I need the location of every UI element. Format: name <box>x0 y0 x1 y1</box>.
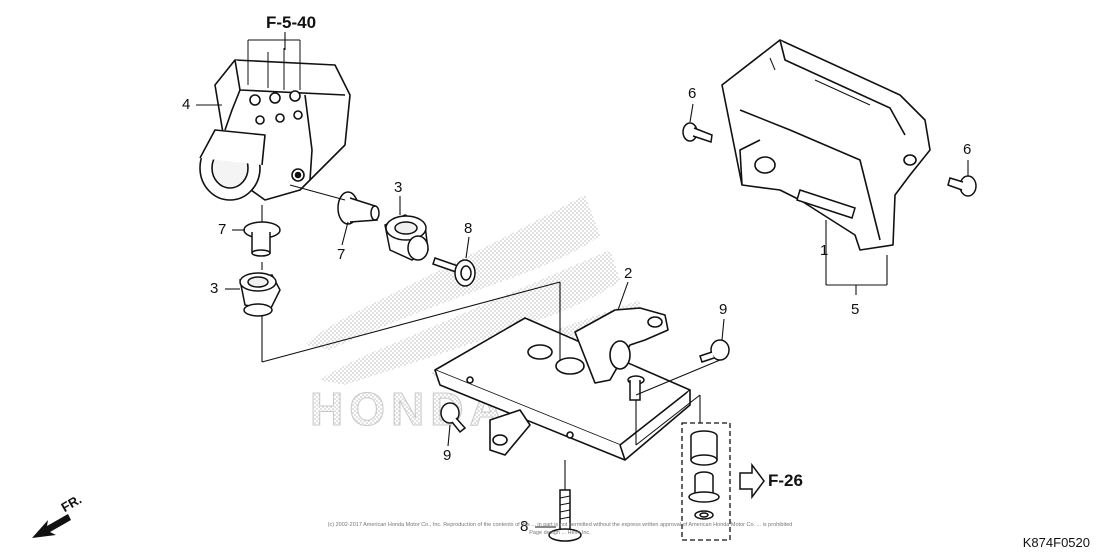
callout-8-upper: 8 <box>464 220 473 237</box>
callout-2: 2 <box>624 265 633 282</box>
abs-cover <box>721 39 931 251</box>
reference-f-26[interactable]: F-26 <box>768 471 803 490</box>
copyright-line-1: (c) 2002-2017 American Honda Motor Co., … <box>327 522 793 528</box>
copyright-line-2: Page design ... Helm Inc. <box>529 530 591 536</box>
callout-3-left: 3 <box>210 280 219 297</box>
callout-9-lower: 9 <box>443 447 452 464</box>
f26-parts-group <box>681 422 731 541</box>
collar-center <box>337 191 380 225</box>
f26-arrow <box>739 462 765 500</box>
grommet-center <box>384 214 429 261</box>
grommet-left <box>239 272 281 317</box>
front-direction-arrow <box>32 514 71 538</box>
bolt-right <box>699 339 730 363</box>
leader-lines <box>196 32 969 528</box>
figure-code: K874F0520 <box>1022 535 1090 550</box>
callout-7-center: 7 <box>337 246 346 263</box>
callout-6-left: 6 <box>688 85 697 102</box>
callout-3-center: 3 <box>394 179 403 196</box>
screw-right <box>947 175 977 197</box>
bolt-upper <box>432 257 476 287</box>
callout-9-right: 9 <box>719 301 728 318</box>
callout-4: 4 <box>182 96 191 113</box>
abs-modulator-unit <box>199 39 351 201</box>
abs-mounting-bracket <box>434 307 691 461</box>
collar-left <box>243 221 281 257</box>
bolt-lower-long <box>548 489 582 542</box>
bolt-lower-left <box>440 402 467 434</box>
callout-8-lower: 8 <box>520 518 529 535</box>
bracket-stud <box>627 375 645 401</box>
callout-1: 1 <box>820 242 829 259</box>
screw-left <box>682 122 713 143</box>
callout-5: 5 <box>851 301 860 318</box>
callout-6-right: 6 <box>963 141 972 158</box>
callout-7-left: 7 <box>218 221 227 238</box>
cover-pad <box>796 189 856 219</box>
reference-f-5-40[interactable]: F-5-40 <box>266 13 317 32</box>
